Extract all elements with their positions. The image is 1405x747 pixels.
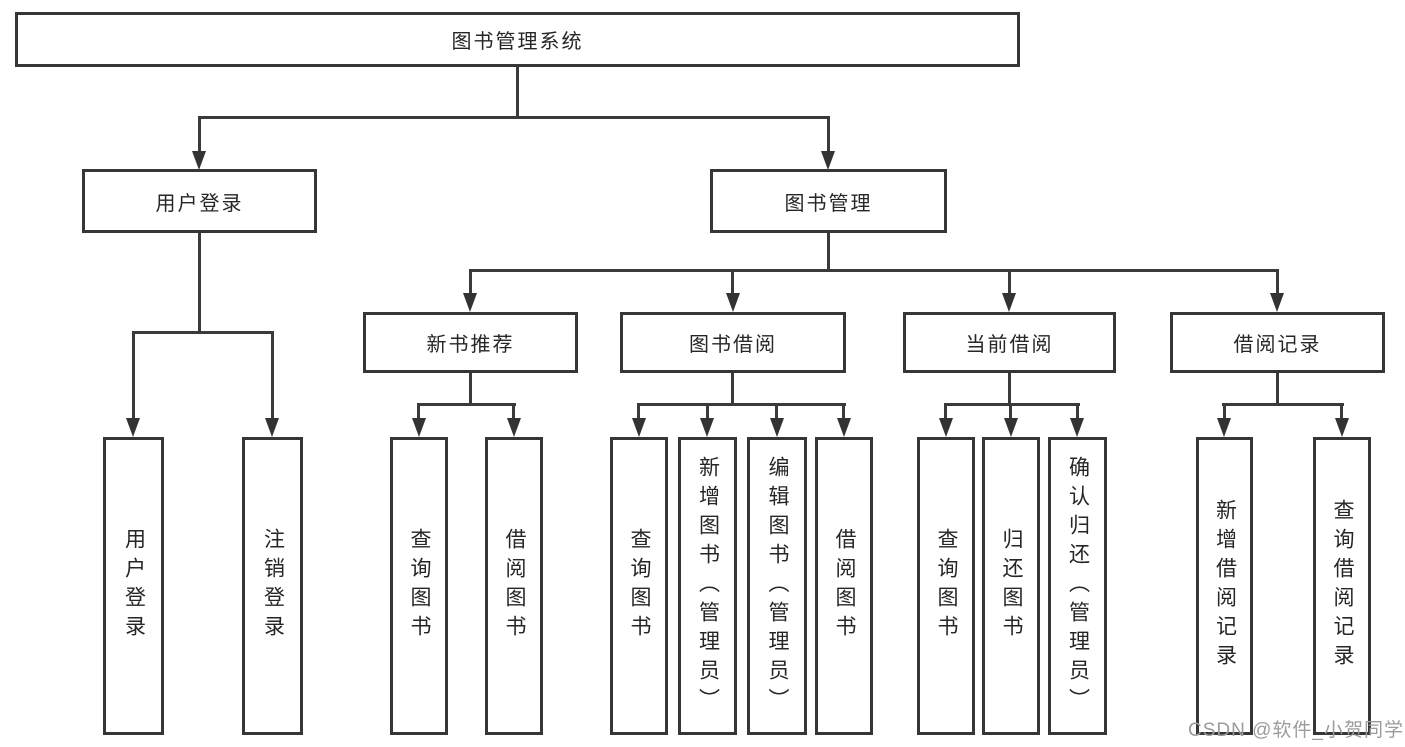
arrowhead-down-icon [507, 418, 521, 437]
leaf-user-login: 用户登录 [103, 437, 164, 735]
leaf-borrow-books: 借阅图书 [815, 437, 873, 735]
leaf-label: 新增图书（管理员） [696, 455, 720, 717]
leaf-edit-book-admin: 编辑图书（管理员） [747, 437, 807, 735]
leaf-label: 用户登录 [122, 528, 146, 644]
leaf-add-borrow-record: 新增借阅记录 [1196, 437, 1253, 735]
leaf-label: 查询图书 [935, 528, 958, 644]
node-new-book-recommend: 新书推荐 [363, 312, 578, 373]
connector-line [944, 403, 947, 420]
arrowhead-down-icon [412, 418, 426, 437]
node-user-login: 用户登录 [82, 169, 317, 233]
connector-line [1276, 269, 1279, 296]
arrowhead-down-icon [632, 418, 646, 437]
arrowhead-down-icon [463, 293, 477, 312]
leaf-label: 注销登录 [261, 528, 285, 644]
arrowhead-down-icon [1002, 293, 1016, 312]
leaf-label: 查询借阅记录 [1331, 499, 1354, 673]
leaf-return-book: 归还图书 [982, 437, 1040, 735]
connector-line [1222, 403, 1344, 406]
connector-line [775, 403, 778, 420]
leaf-recommend-borrow-books: 借阅图书 [485, 437, 543, 735]
arrowhead-down-icon [770, 418, 784, 437]
connector-line [512, 403, 515, 420]
node-book-borrow: 图书借阅 [620, 312, 846, 373]
node-label: 借阅记录 [1233, 334, 1322, 356]
connector-line [706, 403, 709, 420]
connector-line [1008, 269, 1011, 296]
arrowhead-down-icon [939, 418, 953, 437]
arrowhead-down-icon [726, 293, 740, 312]
connector-line [198, 233, 201, 334]
connector-line [944, 403, 1080, 406]
connector-line [1076, 403, 1079, 420]
leaf-add-book-admin: 新增图书（管理员） [678, 437, 737, 735]
leaf-current-query-books: 查询图书 [917, 437, 975, 735]
connector-line [637, 403, 640, 420]
leaf-label: 编辑图书（管理员） [766, 455, 789, 717]
connector-line [1340, 403, 1343, 420]
connector-line [271, 331, 274, 420]
node-label: 图书借阅 [689, 334, 777, 356]
arrowhead-down-icon [265, 418, 279, 437]
node-borrow-records: 借阅记录 [1170, 312, 1385, 373]
connector-line [1276, 373, 1279, 406]
leaf-borrow-query-books: 查询图书 [610, 437, 668, 735]
connector-line [469, 269, 1279, 272]
connector-line [731, 373, 734, 406]
leaf-label: 归还图书 [1000, 528, 1023, 644]
node-current-borrow: 当前借阅 [903, 312, 1116, 373]
leaf-label: 查询图书 [628, 528, 651, 644]
arrowhead-down-icon [821, 151, 835, 170]
connector-line [1009, 403, 1012, 420]
connector-line [132, 331, 135, 420]
connector-line [827, 116, 830, 153]
leaf-label: 新增借阅记录 [1213, 499, 1237, 673]
leaf-recommend-query-books: 查询图书 [390, 437, 448, 735]
node-library-management-system: 图书管理系统 [15, 12, 1020, 67]
connector-line [417, 403, 516, 406]
arrowhead-down-icon [1270, 293, 1284, 312]
connector-line [842, 403, 845, 420]
connector-line [417, 403, 420, 420]
arrowhead-down-icon [126, 418, 140, 437]
arrowhead-down-icon [192, 151, 206, 170]
node-label: 用户登录 [155, 192, 244, 215]
csdn-watermark: CSDN @软件_小贺同学 [1188, 720, 1404, 741]
connector-line [1223, 403, 1226, 420]
connector-line [198, 116, 201, 153]
leaf-label: 确认归还（管理员） [1066, 455, 1090, 717]
arrowhead-down-icon [700, 418, 714, 437]
connector-line [469, 269, 472, 296]
arrowhead-down-icon [1070, 418, 1084, 437]
connector-line [516, 67, 519, 118]
arrowhead-down-icon [1335, 418, 1349, 437]
connector-line [469, 373, 472, 406]
arrowhead-down-icon [837, 418, 851, 437]
node-label: 当前借阅 [965, 334, 1054, 356]
leaf-logout: 注销登录 [242, 437, 303, 735]
connector-line [637, 403, 846, 406]
connector-line [731, 269, 734, 296]
node-book-management: 图书管理 [710, 169, 947, 233]
connector-line [827, 233, 830, 272]
leaf-label: 查询图书 [408, 528, 431, 644]
connector-line [132, 331, 274, 334]
connector-line [198, 116, 830, 119]
connector-line [1008, 373, 1011, 406]
arrowhead-down-icon [1217, 418, 1231, 437]
node-label: 图书管理 [784, 192, 873, 215]
node-label: 新书推荐 [426, 334, 515, 356]
leaf-label: 借阅图书 [833, 528, 856, 644]
leaf-label: 借阅图书 [503, 528, 526, 644]
node-label: 图书管理系统 [451, 31, 584, 53]
leaf-confirm-return-admin: 确认归还（管理员） [1048, 437, 1107, 735]
leaf-query-borrow-record: 查询借阅记录 [1313, 437, 1371, 735]
arrowhead-down-icon [1004, 418, 1018, 437]
